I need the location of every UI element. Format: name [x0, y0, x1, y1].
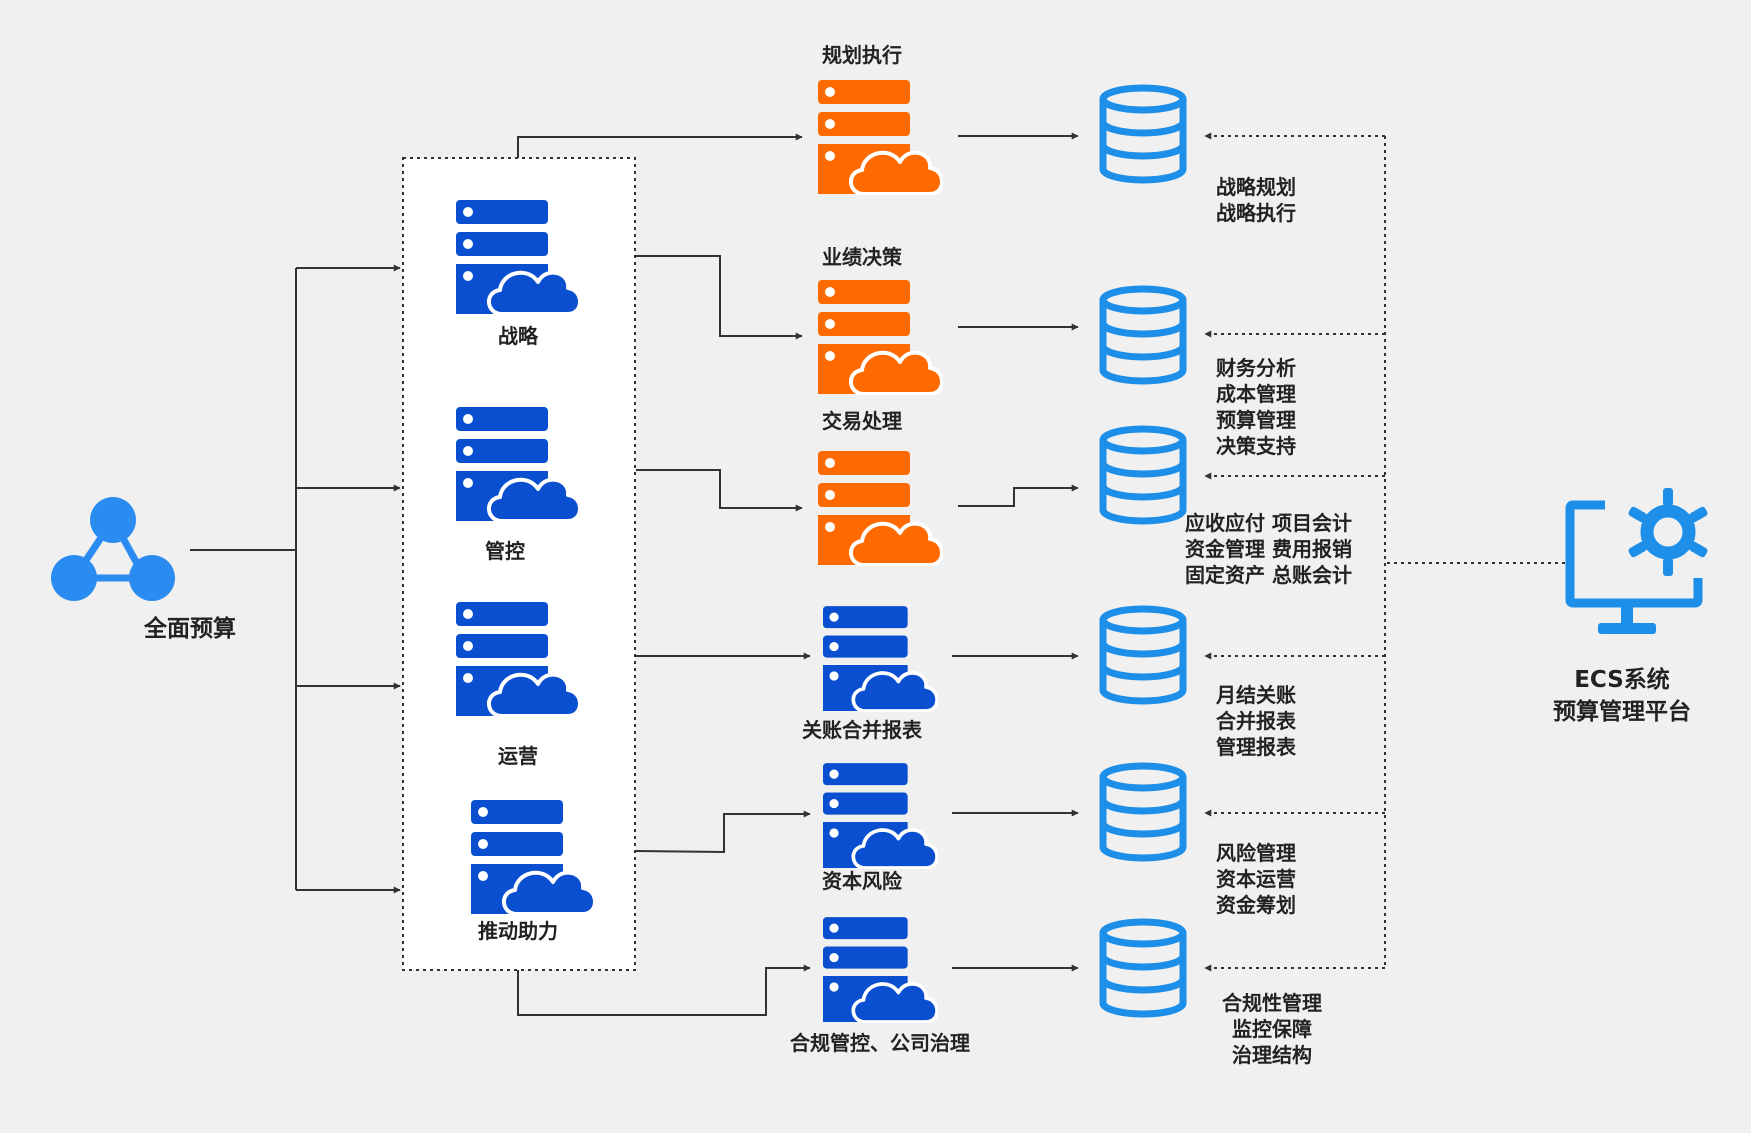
description-item: 监控保障	[1232, 1017, 1312, 1041]
platform-connectors	[1204, 132, 1565, 972]
database-icon	[1103, 766, 1183, 858]
description-list: 战略规划 战略执行	[1216, 174, 1296, 226]
description-list: 月结关账 合并报表 管理报表	[1216, 682, 1296, 760]
database-icon	[1103, 609, 1183, 701]
server-cloud-icon	[818, 451, 943, 566]
description-list: 风险管理 资本运营 资金筹划	[1216, 840, 1296, 918]
pillar-label-control: 管控	[485, 539, 525, 563]
module-label-compliance: 合规管控、公司治理	[790, 1031, 970, 1055]
description-item: 应收应付 项目会计	[1185, 511, 1352, 535]
description-item: 资金筹划	[1216, 893, 1296, 917]
module-label-performance: 业绩决策	[822, 245, 902, 269]
pillar-label-operation: 运营	[498, 744, 538, 768]
description-item: 风险管理	[1216, 841, 1296, 865]
description-item: 决策支持	[1216, 434, 1296, 458]
description-item: 治理结构	[1232, 1043, 1312, 1067]
description-item: 合并报表	[1216, 709, 1296, 733]
module-label-planning: 规划执行	[822, 43, 902, 67]
pillar-label-strategy: 战略	[498, 324, 538, 348]
description-item: 战略规划	[1216, 175, 1296, 199]
platform-name: ECS系统	[1574, 667, 1670, 693]
network-icon	[51, 497, 175, 601]
platform-label: ECS系统 预算管理平台	[1553, 664, 1691, 728]
server-cloud-icon	[823, 763, 938, 869]
description-item: 月结关账	[1216, 683, 1296, 707]
middle-connectors	[517, 133, 811, 1016]
database-icon	[1103, 922, 1183, 1014]
description-list: 财务分析 成本管理 预算管理 决策支持	[1216, 355, 1296, 459]
description-item: 资本运营	[1216, 867, 1296, 891]
server-cloud-icon	[818, 80, 943, 195]
platform-subtitle: 预算管理平台	[1553, 699, 1691, 725]
description-list: 合规性管理 监控保障 治理结构	[1222, 990, 1322, 1068]
description-item: 预算管理	[1216, 408, 1296, 432]
server-cloud-icon	[818, 280, 943, 395]
server-cloud-icon	[823, 917, 938, 1023]
description-item: 战略执行	[1216, 201, 1296, 225]
module-label-capital-risk: 资本风险	[822, 869, 902, 893]
description-item: 合规性管理	[1222, 991, 1322, 1015]
description-list: 应收应付 项目会计 资金管理 费用报销 固定资产 总账会计	[1185, 510, 1352, 588]
pillar-label-enablement: 推动助力	[478, 919, 558, 943]
left-node-label: 全面预算	[144, 616, 236, 642]
description-item: 固定资产 总账会计	[1185, 563, 1352, 587]
server-cloud-icon	[823, 606, 938, 712]
left-connectors	[190, 264, 401, 894]
module-label-closing: 关账合并报表	[802, 718, 922, 742]
right-connectors	[952, 132, 1079, 972]
description-item: 财务分析	[1216, 356, 1296, 380]
database-icon	[1103, 429, 1183, 521]
description-item: 成本管理	[1216, 382, 1296, 406]
monitor-gear-icon	[1565, 488, 1708, 634]
description-item: 资金管理 费用报销	[1185, 537, 1352, 561]
database-icon	[1103, 88, 1183, 180]
description-item: 管理报表	[1216, 735, 1296, 759]
module-label-transaction: 交易处理	[822, 409, 902, 433]
database-icon	[1103, 289, 1183, 381]
